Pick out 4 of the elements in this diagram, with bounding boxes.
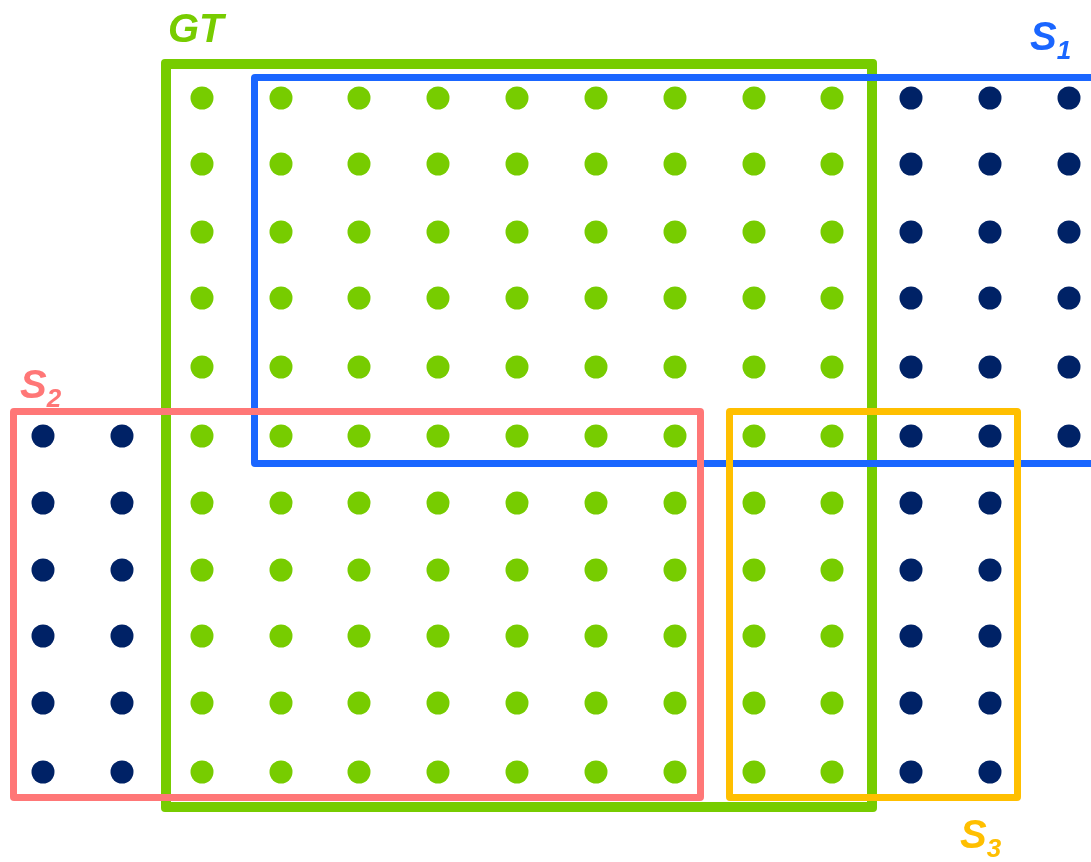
region-label: GT <box>168 6 224 50</box>
region-label: S$_{2}$ <box>20 362 62 415</box>
region-label: S$_{1}$ <box>1030 14 1072 67</box>
region-label: S$_{3}$ <box>960 812 1002 862</box>
